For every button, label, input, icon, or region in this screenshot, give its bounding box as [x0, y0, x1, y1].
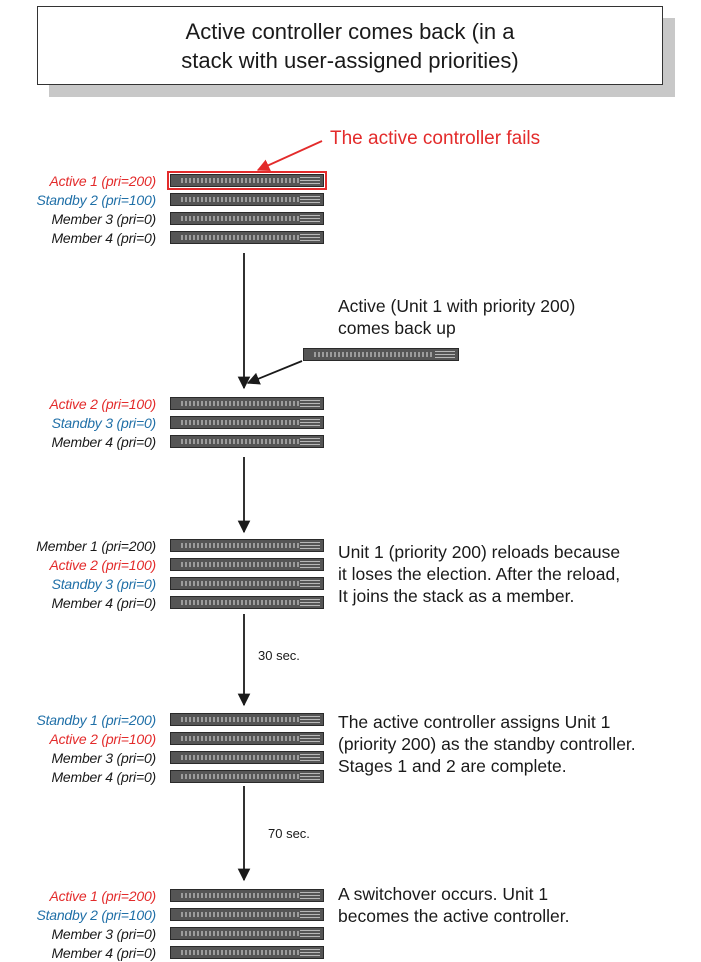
unit-label: Member 4 (pri=0)	[51, 230, 156, 246]
return-arrow	[246, 360, 303, 385]
fail-pointer-arrow	[256, 140, 323, 172]
switch-unit	[170, 397, 324, 410]
comes-back-callout: Active (Unit 1 with priority 200) comes …	[338, 295, 575, 339]
reload-line-2: it loses the election. After the reload,	[338, 564, 621, 584]
unit-label: Standby 3 (pri=0)	[51, 415, 157, 431]
unit-label: Active 2 (pri=100)	[49, 396, 156, 412]
switchover-line-2: becomes the active controller.	[338, 906, 570, 926]
reload-line-3: It joins the stack as a member.	[338, 586, 575, 606]
unit-label: Member 4 (pri=0)	[51, 945, 156, 961]
switch-unit	[170, 946, 324, 959]
switch-unit	[170, 889, 324, 902]
unit-label: Member 4 (pri=0)	[51, 434, 156, 450]
comes-back-line-2: comes back up	[338, 318, 456, 338]
switch-unit	[170, 212, 324, 225]
assign-line-3: Stages 1 and 2 are complete.	[338, 756, 567, 776]
switch-unit	[170, 577, 324, 590]
switch-unit	[170, 713, 324, 726]
unit-label: Standby 2 (pri=100)	[36, 192, 156, 208]
timer-70: 70 sec.	[268, 826, 310, 841]
assign-callout: The active controller assigns Unit 1 (pr…	[338, 711, 636, 777]
switch-unit	[170, 416, 324, 429]
unit-label: Member 3 (pri=0)	[51, 926, 156, 942]
unit-label: Member 1 (pri=200)	[36, 538, 156, 554]
switch-unit	[170, 927, 324, 940]
unit-label: Active 1 (pri=200)	[49, 888, 156, 904]
switch-unit	[170, 596, 324, 609]
switch-unit	[170, 193, 324, 206]
diagram-title: Active controller comes back (in a stack…	[37, 6, 663, 85]
unit-label: Member 4 (pri=0)	[51, 769, 156, 785]
switchover-callout: A switchover occurs. Unit 1 becomes the …	[338, 883, 570, 927]
unit-label: Active 2 (pri=100)	[49, 731, 156, 747]
switch-unit	[170, 732, 324, 745]
switch-unit	[170, 908, 324, 921]
comes-back-line-1: Active (Unit 1 with priority 200)	[338, 296, 576, 316]
switchover-line-1: A switchover occurs. Unit 1	[338, 884, 549, 904]
timer-30: 30 sec.	[258, 648, 300, 663]
unit-label: Standby 3 (pri=0)	[51, 576, 157, 592]
returning-switch-unit	[303, 348, 459, 361]
unit-label: Standby 2 (pri=100)	[36, 907, 156, 923]
assign-line-2: (priority 200) as the standby controller…	[338, 734, 636, 754]
switch-unit	[170, 558, 324, 571]
switch-unit-failed	[167, 171, 327, 190]
reload-line-1: Unit 1 (priority 200) reloads because	[338, 542, 621, 562]
switch-unit	[170, 770, 324, 783]
unit-label: Active 1 (pri=200)	[49, 173, 156, 189]
title-line-2: stack with user-assigned priorities)	[181, 47, 519, 73]
unit-label: Member 3 (pri=0)	[51, 750, 156, 766]
title-line-1: Active controller comes back (in a	[185, 18, 515, 44]
unit-label: Active 2 (pri=100)	[49, 557, 156, 573]
assign-line-1: The active controller assigns Unit 1	[338, 712, 611, 732]
failure-callout: The active controller fails	[330, 128, 541, 149]
switch-unit	[170, 539, 324, 552]
switch-unit	[170, 231, 324, 244]
switch-unit	[170, 751, 324, 764]
unit-label: Member 4 (pri=0)	[51, 595, 156, 611]
unit-label: Standby 1 (pri=200)	[36, 712, 156, 728]
reload-callout: Unit 1 (priority 200) reloads because it…	[338, 541, 620, 607]
switch-unit	[170, 435, 324, 448]
unit-label: Member 3 (pri=0)	[51, 211, 156, 227]
